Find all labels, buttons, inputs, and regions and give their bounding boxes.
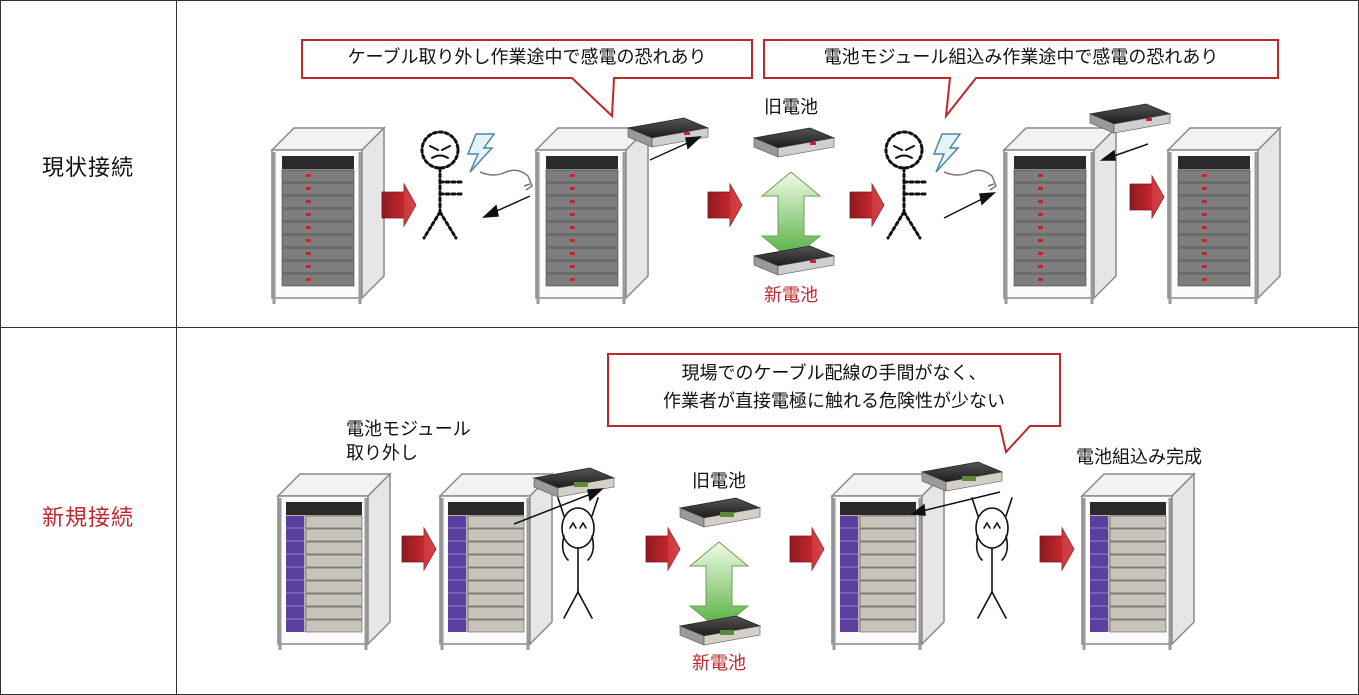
rack-icon bbox=[534, 126, 650, 306]
row-current bbox=[270, 39, 1282, 306]
step-arrow-icon bbox=[1129, 175, 1165, 219]
rack-icon bbox=[270, 126, 386, 306]
label-remove-line1: 電池モジュール bbox=[346, 419, 471, 440]
label-new-battery-new: 新電池 bbox=[692, 653, 746, 674]
callout-new-line1: 現場でのケーブル配線の手間がなく、 bbox=[681, 363, 987, 384]
battery-module-icon bbox=[753, 245, 835, 276]
step-arrow-icon bbox=[849, 183, 885, 227]
rack-icon bbox=[1166, 126, 1282, 306]
worker-shocked-icon bbox=[420, 130, 466, 240]
worker-happy-icon bbox=[971, 497, 1013, 619]
row-label-new: 新規接続 bbox=[41, 506, 134, 531]
swap-arrow-icon bbox=[689, 541, 749, 631]
label-new-battery: 新電池 bbox=[764, 285, 818, 306]
step-arrow-icon bbox=[789, 527, 825, 571]
callout-current-right bbox=[763, 39, 1279, 120]
step-arrow-icon bbox=[1039, 527, 1075, 571]
row-new bbox=[276, 353, 1196, 652]
cable-icon bbox=[479, 169, 533, 191]
rack-icon bbox=[438, 472, 554, 652]
callout-new bbox=[607, 353, 1061, 455]
worker-happy-icon bbox=[557, 497, 599, 619]
battery-module-icon bbox=[679, 615, 761, 646]
callout-current-right-text: 電池モジュール組込み作業途中で感電の恐れあり bbox=[823, 47, 1219, 68]
cable-icon bbox=[943, 169, 997, 191]
battery-module-icon bbox=[679, 497, 761, 528]
label-old-battery-new: 旧電池 bbox=[692, 471, 746, 492]
label-remove-line2: 取り外し bbox=[346, 443, 418, 464]
insert-arrow bbox=[943, 192, 997, 219]
pull-arrow bbox=[481, 195, 531, 218]
lightning-icon bbox=[933, 133, 961, 173]
step-arrow-icon bbox=[645, 527, 681, 571]
label-complete: 電池組込み完成 bbox=[1076, 447, 1202, 468]
remove-arrow bbox=[649, 136, 703, 161]
rack-icon bbox=[830, 472, 946, 652]
step-arrow-icon bbox=[401, 527, 437, 571]
rack-icon bbox=[276, 472, 392, 652]
worker-shocked-icon bbox=[884, 130, 930, 240]
battery-module-icon bbox=[753, 127, 835, 158]
step-arrow-icon bbox=[381, 183, 417, 227]
insert-arrow bbox=[909, 491, 1001, 516]
callout-current-left-text: ケーブル取り外し作業途中で感電の恐れあり bbox=[347, 47, 707, 68]
callout-current-left bbox=[301, 39, 753, 119]
lightning-icon bbox=[467, 133, 495, 173]
callout-new-line2: 作業者が直接電極に触れる危険性が少ない bbox=[663, 391, 1005, 412]
step-arrow-icon bbox=[707, 183, 743, 227]
rack-icon bbox=[1080, 472, 1196, 652]
remove-arrow bbox=[513, 488, 605, 525]
rack-icon bbox=[1002, 126, 1118, 306]
insert-arrow bbox=[1099, 143, 1149, 161]
row-label-current: 現状接続 bbox=[41, 156, 134, 181]
label-old-battery: 旧電池 bbox=[764, 97, 818, 118]
